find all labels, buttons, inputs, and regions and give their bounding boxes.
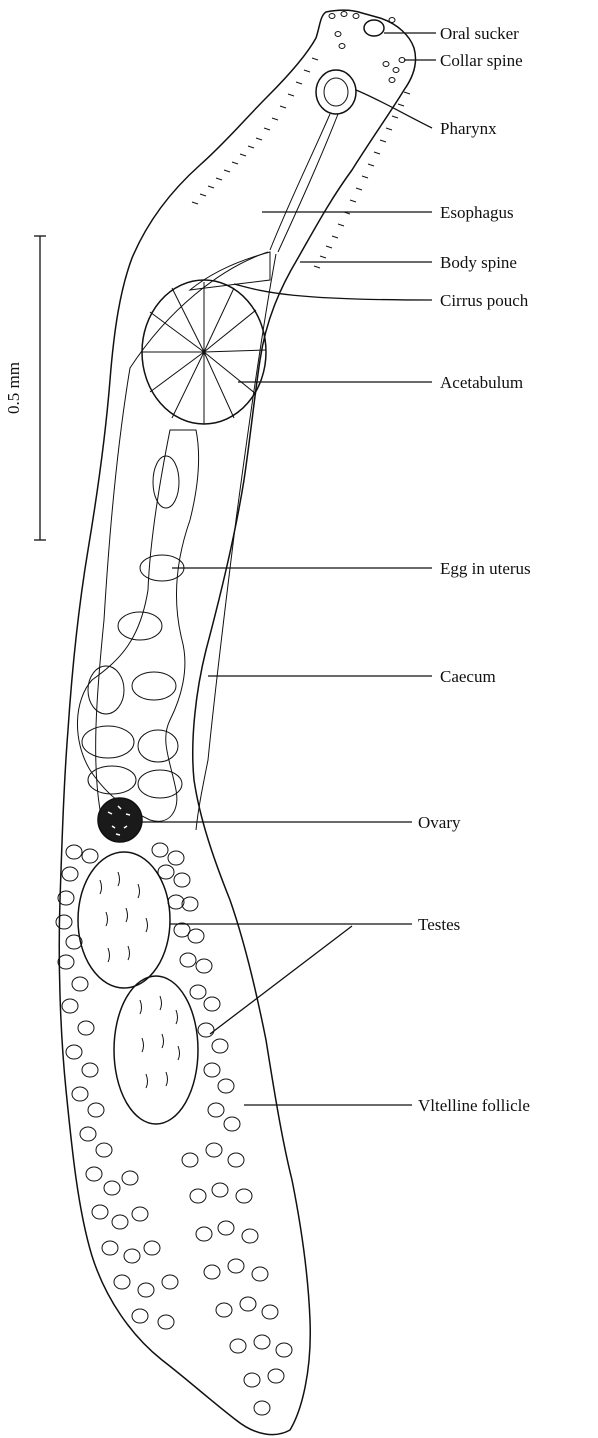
label-acetabulum: Acetabulum (440, 373, 523, 392)
ovary (98, 798, 142, 842)
label-pharynx: Pharynx (440, 119, 497, 138)
scale-bar-label: 0.5 mm (4, 362, 23, 414)
label-cirrus-pouch: Cirrus pouch (440, 291, 529, 310)
scale-bar: 0.5 mm (4, 236, 46, 540)
cirrus-pouch (190, 252, 270, 290)
oral-sucker (364, 20, 384, 36)
label-egg-in-uterus: Egg in uterus (440, 559, 531, 578)
acetabulum (142, 280, 266, 424)
esophagus (270, 114, 338, 252)
label-ovary: Ovary (418, 813, 461, 832)
label-collar-spine: Collar spine (440, 51, 523, 70)
label-vitelline-follicle: Vltelline follicle (418, 1096, 530, 1115)
body-outline (59, 10, 415, 1434)
pharynx (316, 70, 356, 114)
label-oral-sucker: Oral sucker (440, 24, 519, 43)
vitelline-follicles (56, 843, 292, 1415)
label-testes: Testes (418, 915, 460, 934)
testes (78, 852, 198, 1124)
label-body-spine: Body spine (440, 253, 517, 272)
labels: Oral sucker Collar spine Pharynx Esophag… (418, 24, 531, 1115)
label-esophagus: Esophagus (440, 203, 514, 222)
eggs-in-uterus (82, 456, 184, 798)
label-caecum: Caecum (440, 667, 496, 686)
leader-lines (142, 33, 436, 1105)
